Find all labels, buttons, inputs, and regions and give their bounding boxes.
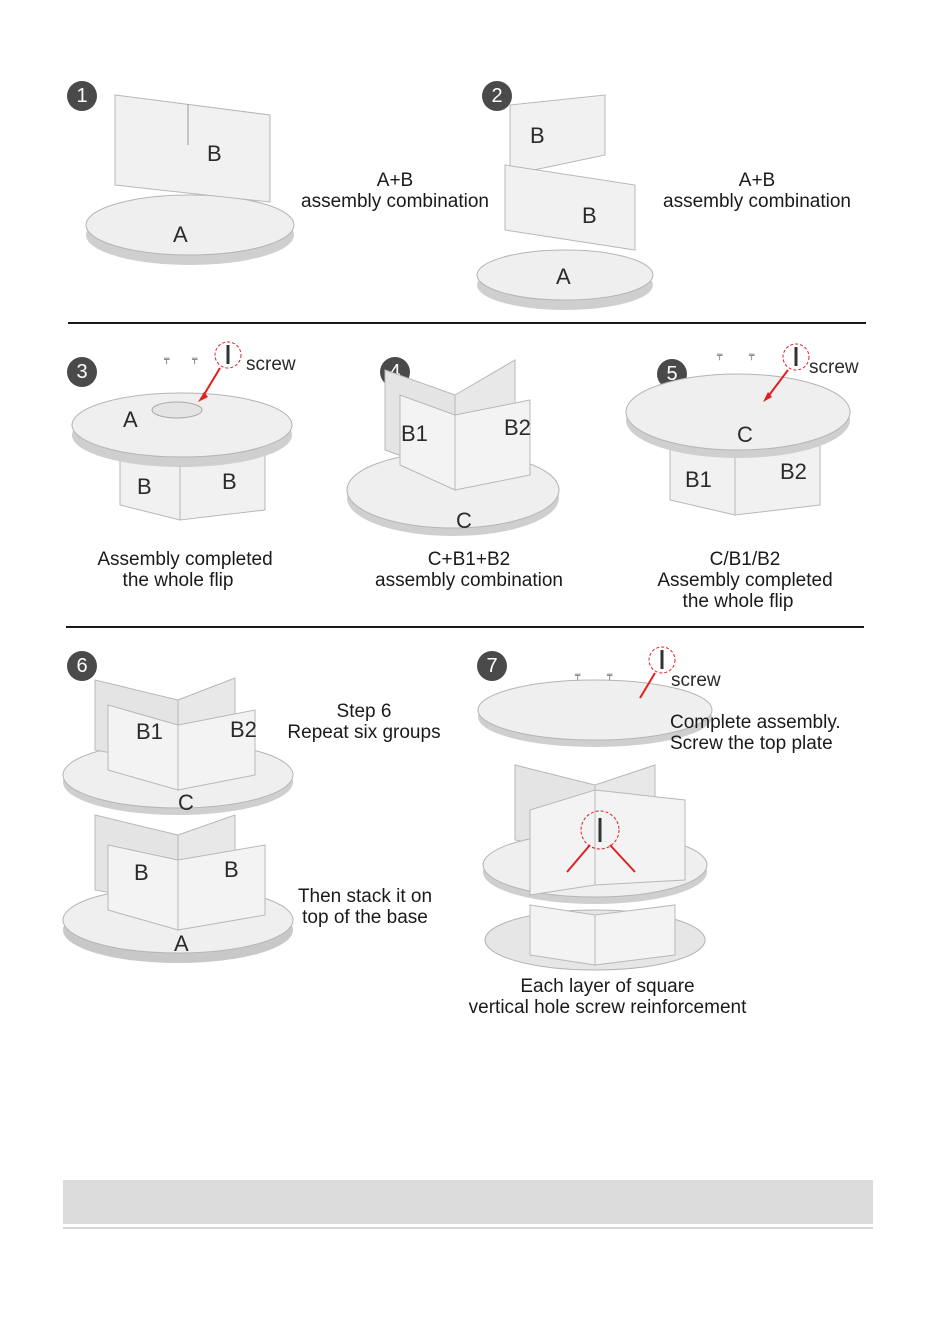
step-3-label-b-left: B (137, 474, 152, 500)
step-6-label-b2: B2 (230, 717, 257, 743)
step-4-label-b2: B2 (504, 415, 531, 441)
step-5-caption: C/B1/B2 Assembly completed the whole fli… (640, 549, 850, 612)
step-4-label-b1: B1 (401, 421, 428, 447)
svg-text:╤: ╤ (163, 355, 170, 365)
step-1-caption: A+B assembly combination (290, 170, 500, 212)
svg-text:╤: ╤ (748, 351, 755, 361)
step-3-screw-label: screw (246, 354, 296, 376)
step-5-label-b1: B1 (685, 467, 712, 493)
svg-text:╤: ╤ (606, 671, 613, 681)
step-6-label-b-right: B (224, 857, 239, 883)
divider-2 (66, 626, 864, 628)
step-6-caption-top: Step 6 Repeat six groups (278, 701, 450, 743)
step-6-label-c: C (178, 790, 194, 816)
svg-text:╤: ╤ (574, 671, 581, 681)
step-5-screw-label: screw (809, 357, 859, 379)
divider-1 (68, 322, 866, 324)
step-3-label-b-right: B (222, 469, 237, 495)
step-1-illustration (80, 90, 300, 270)
step-1-label-a: A (173, 222, 188, 248)
svg-text:╤: ╤ (716, 351, 723, 361)
step-2-label-a: A (556, 264, 571, 290)
step-4-caption: C+B1+B2 assembly combination (362, 549, 576, 591)
step-3-caption: Assembly completed the whole flip (80, 549, 290, 591)
step-6-label-b1: B1 (136, 719, 163, 745)
step-7-screw-label: screw (671, 670, 721, 692)
step-7-caption: Each layer of square vertical hole screw… (450, 976, 765, 1018)
step-2-caption: A+B assembly combination (652, 170, 862, 212)
svg-text:╤: ╤ (191, 355, 198, 365)
step-6-caption-bottom: Then stack it on top of the base (282, 886, 448, 928)
step-6-label-a: A (174, 931, 189, 957)
step-2-label-b-top: B (530, 123, 545, 149)
step-5-label-b2: B2 (780, 459, 807, 485)
footer-line (63, 1227, 873, 1229)
step-6-illustration (60, 670, 300, 970)
step-2-label-b: B (582, 203, 597, 229)
step-4-label-c: C (456, 508, 472, 534)
step-3-label-a: A (123, 407, 138, 433)
step-5-label-c: C (737, 422, 753, 448)
step-6-label-b-left: B (134, 860, 149, 886)
step-7-caption-side: Complete assembly. Screw the top plate (670, 712, 870, 754)
footer-bar (63, 1180, 873, 1224)
step-1-label-b: B (207, 141, 222, 167)
